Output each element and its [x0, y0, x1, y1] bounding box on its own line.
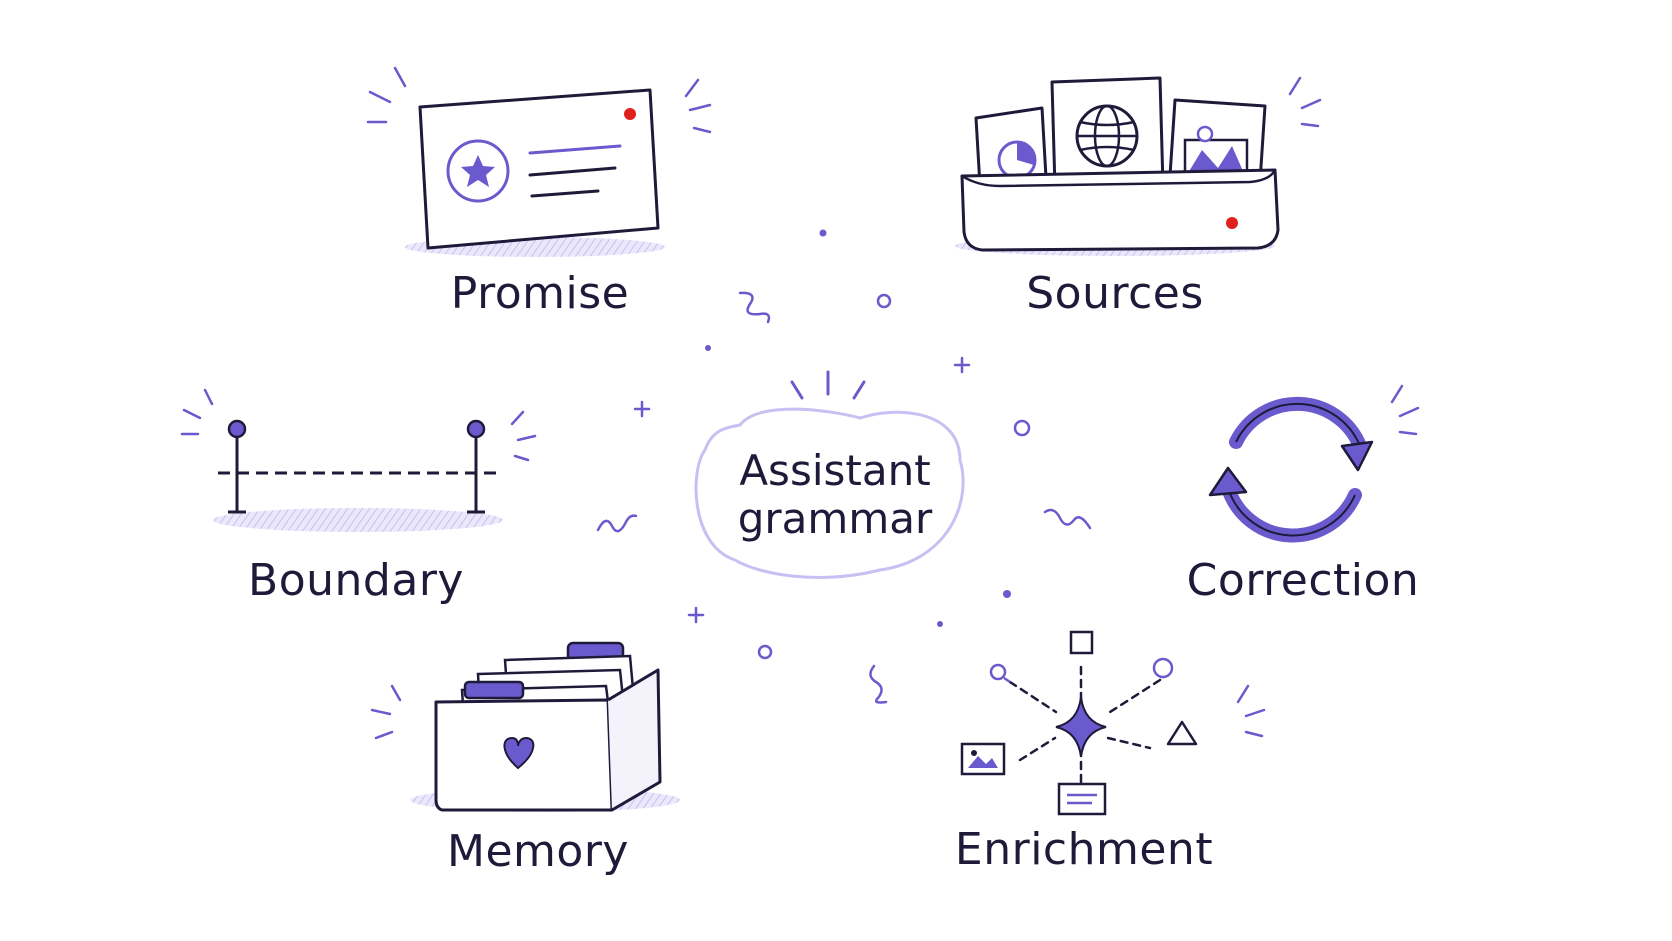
center-bubble [694, 370, 965, 579]
correction-spark-lines [1390, 384, 1420, 436]
enrichment-network-icon [960, 630, 1266, 816]
correction-cycle-icon [1208, 384, 1420, 543]
enrichment-spark-lines [1236, 684, 1266, 738]
center-label: Assistant grammar [705, 447, 965, 543]
memory-box-icon [370, 641, 680, 812]
boundary-rope-icon [180, 388, 537, 532]
node-label-boundary: Boundary [248, 555, 464, 606]
node-label-promise: Promise [450, 268, 630, 319]
sources-spark-lines [1288, 76, 1322, 128]
sources-tray-icon [955, 76, 1322, 256]
memory-spark-lines [370, 684, 402, 740]
node-label-memory: Memory [447, 826, 629, 877]
decorative-doodles [596, 229, 1092, 704]
node-label-sources: Sources [1026, 268, 1204, 319]
node-label-correction: Correction [1186, 555, 1420, 606]
center-spark-lines [790, 370, 866, 400]
boundary-spark-lines [180, 388, 537, 462]
promise-card-icon [366, 66, 712, 257]
center-label-line2: grammar [737, 494, 933, 543]
center-label-line1: Assistant [739, 446, 931, 495]
promise-spark-lines [366, 66, 712, 134]
node-label-enrichment: Enrichment [954, 824, 1214, 875]
